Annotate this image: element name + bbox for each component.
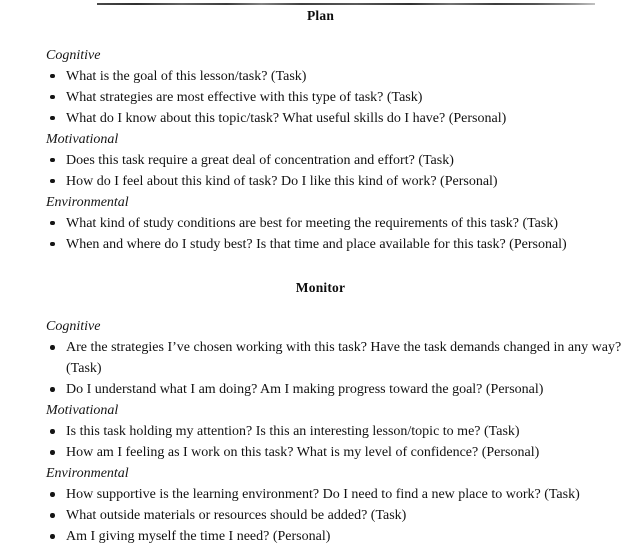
list-item-text: How do I feel about this kind of task? D… — [66, 171, 641, 192]
list-plan-environmental: What kind of study conditions are best f… — [0, 213, 641, 255]
bullet-dot-icon — [50, 179, 55, 184]
subheading-plan-motivational: Motivational — [46, 129, 641, 150]
bullet-dot-icon — [50, 492, 55, 497]
list-item: How am I feeling as I work on this task?… — [0, 442, 641, 463]
bullet-dot-icon — [50, 221, 55, 226]
list-item-text: Does this task require a great deal of c… — [66, 150, 641, 171]
list-item: Are the strategies I’ve chosen working w… — [0, 337, 641, 379]
list-item: When and where do I study best? Is that … — [0, 234, 641, 255]
bullet-dot-icon — [50, 116, 55, 121]
subheading-monitor-cognitive: Cognitive — [46, 316, 641, 337]
list-item-text: Are the strategies I’ve chosen working w… — [66, 337, 641, 379]
bullet-dot-icon — [50, 513, 55, 518]
list-monitor-cognitive: Are the strategies I’ve chosen working w… — [0, 337, 641, 400]
list-item: How supportive is the learning environme… — [0, 484, 641, 505]
section-title-monitor: Monitor — [0, 281, 641, 295]
list-item-text: Am I giving myself the time I need? (Per… — [66, 526, 641, 547]
bullet-dot-icon — [50, 534, 55, 539]
subheading-plan-environmental: Environmental — [46, 192, 641, 213]
bullet-dot-icon — [50, 429, 55, 434]
list-item: Do I understand what I am doing? Am I ma… — [0, 379, 641, 400]
list-item-text: What is the goal of this lesson/task? (T… — [66, 66, 641, 87]
bullet-dot-icon — [50, 387, 55, 392]
spacer-after-monitor-title — [0, 294, 641, 316]
list-item-text: Do I understand what I am doing? Am I ma… — [66, 379, 641, 400]
list-item: Am I giving myself the time I need? (Per… — [0, 526, 641, 547]
subheading-plan-cognitive: Cognitive — [46, 45, 641, 66]
section-plan: Plan Cognitive What is the goal of this … — [0, 9, 641, 255]
list-item: Is this task holding my attention? Is th… — [0, 421, 641, 442]
bullet-dot-icon — [50, 242, 55, 247]
subheading-monitor-environmental: Environmental — [46, 463, 641, 484]
list-item: What is the goal of this lesson/task? (T… — [0, 66, 641, 87]
list-item: What do I know about this topic/task? Wh… — [0, 108, 641, 129]
list-item: Does this task require a great deal of c… — [0, 150, 641, 171]
subheading-monitor-motivational: Motivational — [46, 400, 641, 421]
list-plan-motivational: Does this task require a great deal of c… — [0, 150, 641, 192]
list-item-text: What strategies are most effective with … — [66, 87, 641, 108]
list-item: What kind of study conditions are best f… — [0, 213, 641, 234]
list-item-text: When and where do I study best? Is that … — [66, 234, 641, 255]
bullet-dot-icon — [50, 158, 55, 163]
list-item-text: How supportive is the learning environme… — [66, 484, 641, 505]
bullet-dot-icon — [50, 74, 55, 79]
list-item-text: What do I know about this topic/task? Wh… — [66, 108, 641, 129]
bullet-dot-icon — [50, 450, 55, 455]
spacer-before-monitor-title — [0, 255, 641, 281]
list-monitor-motivational: Is this task holding my attention? Is th… — [0, 421, 641, 463]
bullet-dot-icon — [50, 345, 55, 350]
list-item: What strategies are most effective with … — [0, 87, 641, 108]
list-plan-cognitive: What is the goal of this lesson/task? (T… — [0, 66, 641, 129]
spacer-after-plan-title — [0, 23, 641, 45]
section-monitor: Monitor Cognitive Are the strategies I’v… — [0, 281, 641, 547]
section-title-plan: Plan — [0, 9, 641, 23]
list-item-text: Is this task holding my attention? Is th… — [66, 421, 641, 442]
bullet-dot-icon — [50, 95, 55, 100]
document-page: Plan Cognitive What is the goal of this … — [0, 0, 641, 516]
list-item: How do I feel about this kind of task? D… — [0, 171, 641, 192]
list-item-text: What kind of study conditions are best f… — [66, 213, 641, 234]
list-item-text: How am I feeling as I work on this task?… — [66, 442, 641, 463]
